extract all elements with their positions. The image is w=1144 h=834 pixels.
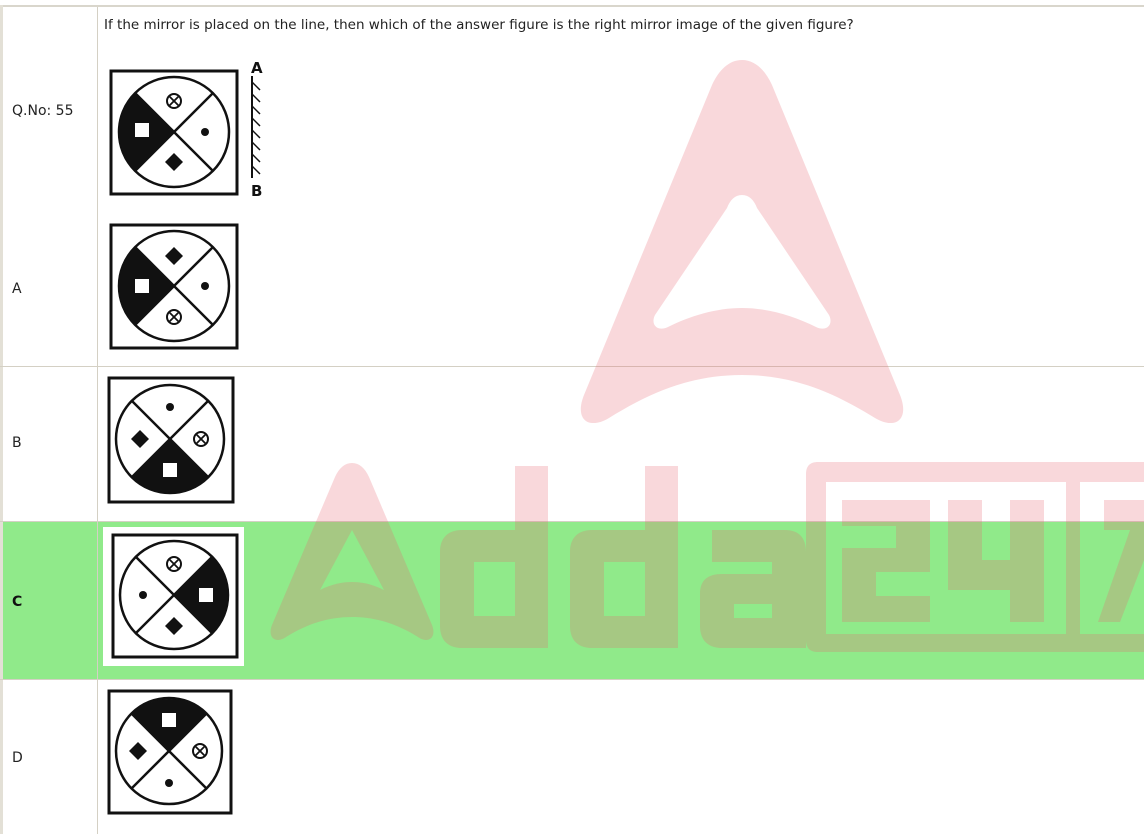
option-b-figure[interactable] [106,375,236,505]
option-a-label[interactable]: A [12,281,22,297]
question-text: If the mirror is placed on the line, the… [104,17,854,33]
option-c-figure[interactable] [110,532,240,660]
option-c-label[interactable]: C [12,594,22,610]
table-left-border [0,5,3,834]
mirror-label-a: A [251,59,263,77]
option-b-label[interactable]: B [12,435,22,451]
table-top-border [0,5,1144,7]
column-divider [97,7,98,834]
option-d-label[interactable]: D [12,750,23,766]
question-number: Q.No: 55 [12,103,74,119]
mirror-label-b: B [251,182,262,200]
row-divider [0,366,1144,367]
row-divider [0,679,1144,680]
question-figure: A B [108,56,278,202]
row-divider [0,521,1144,522]
option-a-figure[interactable] [108,222,240,350]
mirror-line [252,76,260,178]
option-d-figure[interactable] [106,688,234,816]
